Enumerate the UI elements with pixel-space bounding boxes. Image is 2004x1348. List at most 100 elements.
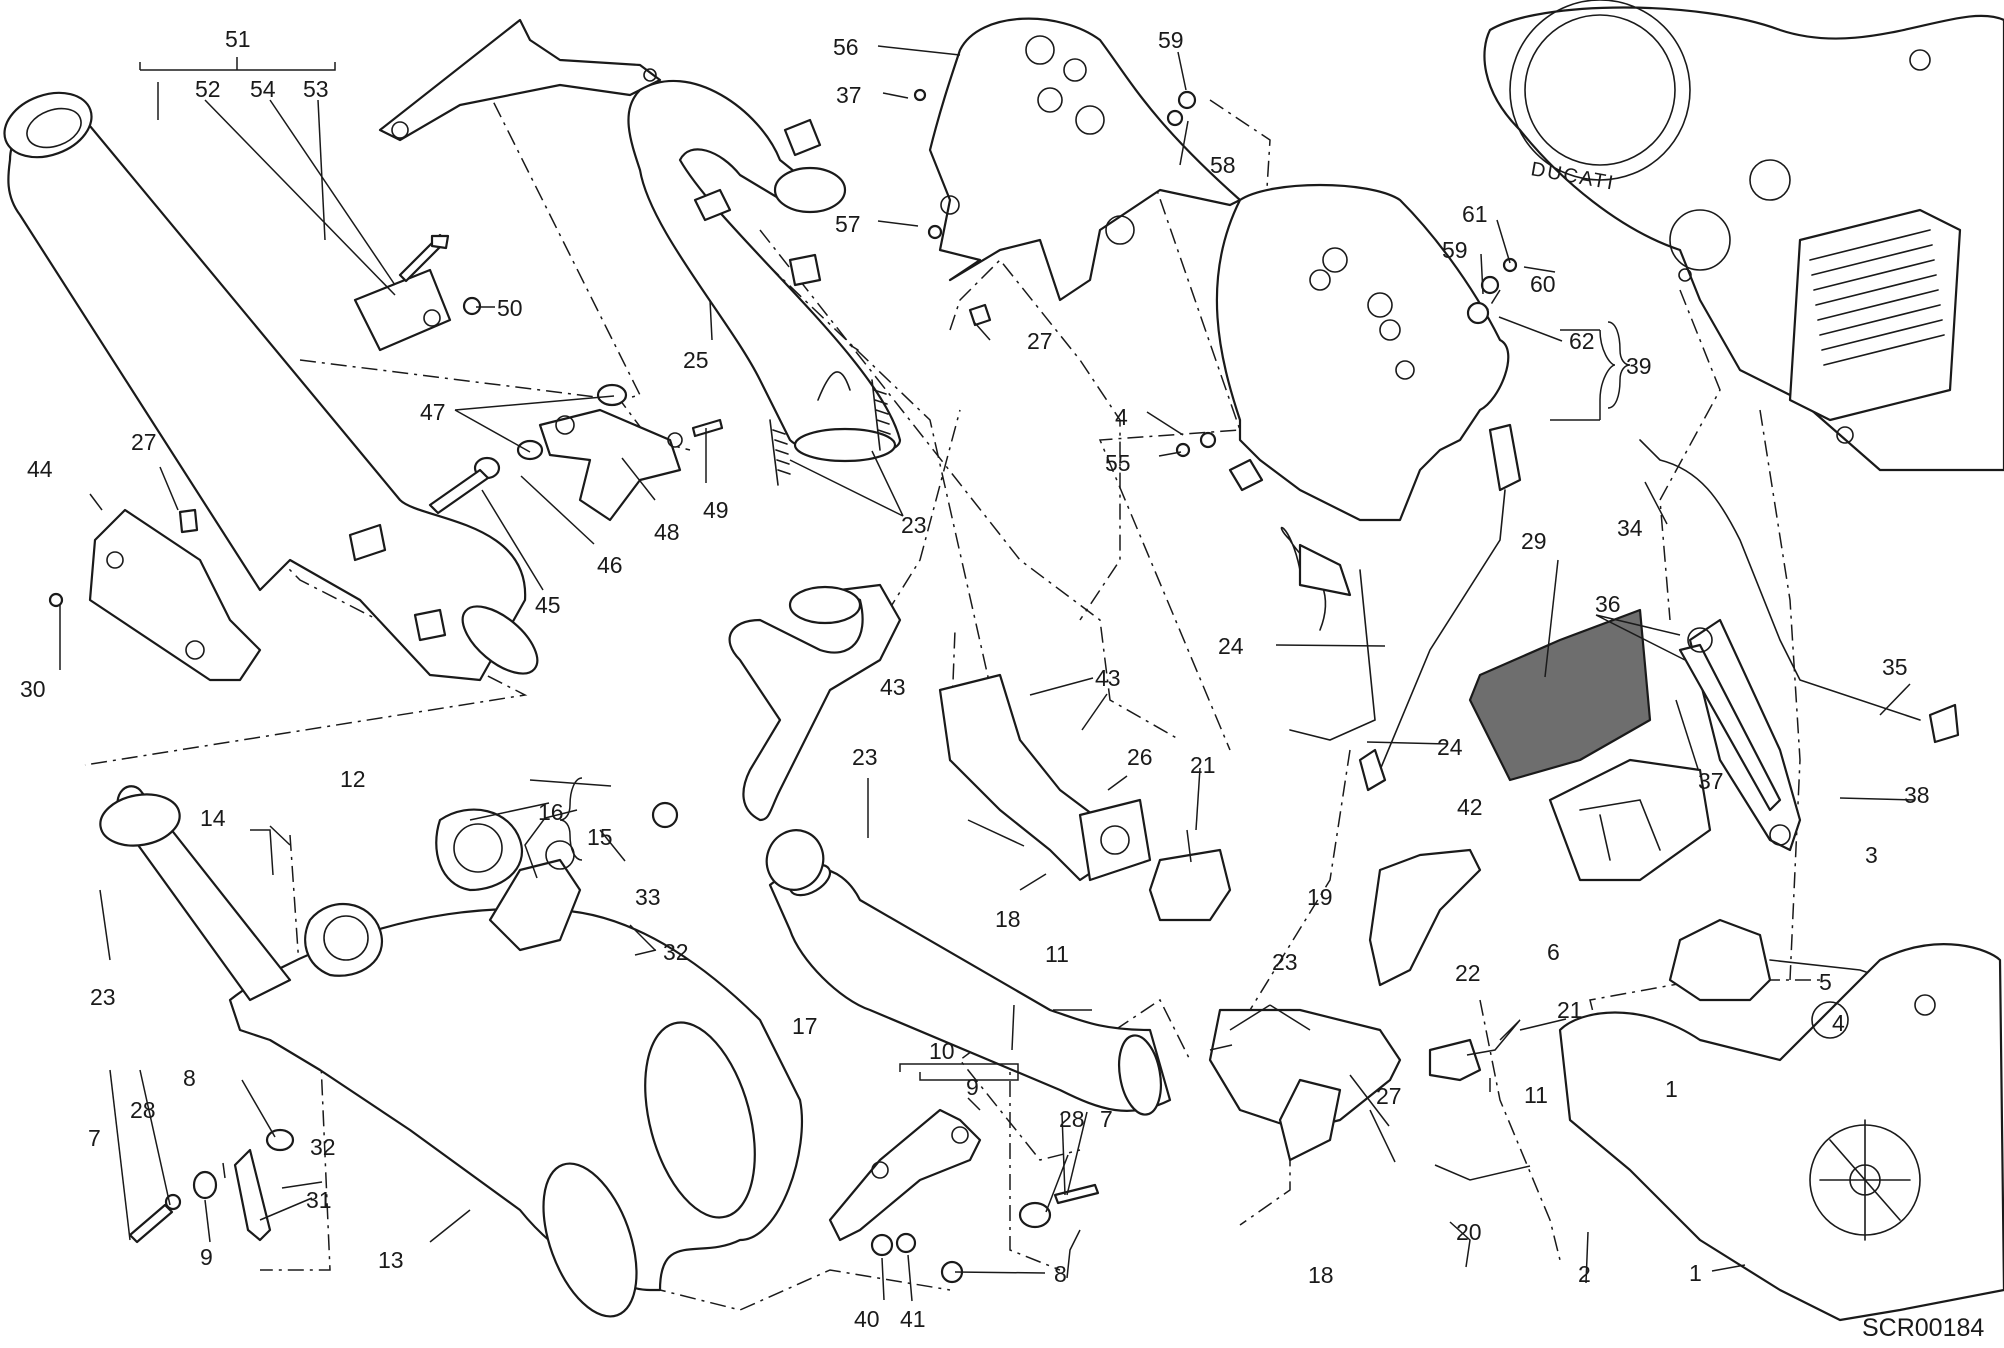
callout-44: 44: [27, 456, 53, 482]
callout-27c: 27: [1376, 1083, 1402, 1109]
callout-6: 6: [1547, 939, 1560, 965]
callout-40: 40: [854, 1306, 880, 1332]
callout-9b: 9: [200, 1244, 213, 1270]
callout-32a: 32: [663, 939, 689, 965]
callout-10: 10: [929, 1038, 955, 1064]
callout-45: 45: [535, 592, 561, 618]
callout-27a: 27: [131, 429, 157, 455]
callout-2: 2: [1578, 1261, 1591, 1287]
callout-51: 51: [225, 26, 251, 52]
callout-25: 25: [683, 347, 709, 373]
callout-38: 38: [1904, 782, 1930, 808]
engine-block: DUCATI: [1483, 0, 2004, 472]
callout-58: 58: [1210, 152, 1236, 178]
callout-35: 35: [1882, 654, 1908, 680]
callout-5: 5: [1819, 969, 1832, 995]
callout-1b: 1: [1689, 1260, 1702, 1286]
callout-52: 52: [195, 76, 221, 102]
callout-34: 34: [1617, 515, 1643, 541]
callout-29: 29: [1521, 528, 1547, 554]
callout-42: 42: [1457, 794, 1483, 820]
callout-1a: 1: [1665, 1076, 1678, 1102]
callout-28b: 28: [130, 1097, 156, 1123]
callout-4a: 4: [1115, 404, 1128, 430]
callout-54: 54: [250, 76, 276, 102]
callout-21b: 21: [1557, 997, 1583, 1023]
callout-48: 48: [654, 519, 680, 545]
callout-14: 14: [200, 805, 226, 831]
callout-46: 46: [597, 552, 623, 578]
collector-pipe: [651, 583, 902, 891]
leader-lines: [59, 45, 1916, 1302]
callout-23d: 23: [1272, 949, 1298, 975]
callout-15: 15: [587, 824, 613, 850]
callout-43b: 43: [1095, 665, 1121, 691]
muffler-mount-hardware: [48, 233, 724, 608]
callout-49: 49: [703, 497, 729, 523]
callout-8a: 8: [183, 1065, 196, 1091]
callout-26: 26: [1127, 744, 1153, 770]
callout-24a: 24: [1218, 633, 1244, 659]
callout-3: 3: [1865, 842, 1878, 868]
lambda-sensors: [1280, 423, 1960, 792]
heat-shield-lower: [1215, 183, 1510, 522]
callout-56: 56: [833, 34, 859, 60]
callout-7a: 7: [1100, 1106, 1113, 1132]
support-bracket: [1678, 618, 1802, 852]
callout-19: 19: [1307, 884, 1333, 910]
callout-32b: 32: [310, 1134, 336, 1160]
callout-31: 31: [306, 1187, 332, 1213]
callout-17: 17: [792, 1013, 818, 1039]
part-callouts: 51 52 54 53 50 47 49 48 45 46 44 27 30 2…: [20, 26, 1930, 1332]
callout-27b: 27: [1027, 328, 1053, 354]
callout-37a: 37: [836, 82, 862, 108]
callout-41: 41: [900, 1306, 926, 1332]
callout-60: 60: [1530, 271, 1556, 297]
callout-61: 61: [1462, 201, 1488, 227]
callout-55: 55: [1105, 450, 1131, 476]
callout-18a: 18: [995, 906, 1021, 932]
shield-washers: [913, 88, 1518, 458]
callout-8b: 8: [1054, 1261, 1067, 1287]
radiator-fan-frame: [1558, 943, 2004, 1322]
callout-39: 39: [1626, 353, 1652, 379]
control-unit-cover: [1468, 608, 1712, 882]
servo-motor: [1668, 918, 1901, 1002]
callout-23b: 23: [852, 744, 878, 770]
heat-shield-upper: [928, 17, 1242, 302]
group-braces: [559, 321, 1631, 1072]
callout-12: 12: [340, 766, 366, 792]
callout-21a: 21: [1190, 752, 1216, 778]
springs-upper: [769, 344, 891, 486]
muffler-heat-guard: [88, 508, 262, 682]
callout-59a: 59: [1158, 27, 1184, 53]
muffler-assembly: [3, 91, 539, 682]
callout-22: 22: [1455, 960, 1481, 986]
drawing-code: SCR00184: [1862, 1314, 1984, 1342]
callout-18b: 18: [1308, 1262, 1334, 1288]
bracket-top-frame: [378, 18, 662, 142]
exhaust-flanges: [304, 808, 1482, 1082]
silencer-body: [99, 785, 804, 1318]
callout-20: 20: [1456, 1219, 1482, 1245]
callout-36: 36: [1595, 591, 1621, 617]
lower-bracket-hardware: [128, 1108, 1100, 1284]
callout-53: 53: [303, 76, 329, 102]
callout-16: 16: [538, 799, 564, 825]
callout-30: 30: [20, 676, 46, 702]
callout-7b: 7: [88, 1125, 101, 1151]
callout-33: 33: [635, 884, 661, 910]
callout-57: 57: [835, 211, 861, 237]
callout-11a: 11: [1045, 941, 1069, 967]
callout-47: 47: [420, 399, 446, 425]
callout-62: 62: [1569, 328, 1595, 354]
callout-4b: 4: [1832, 1010, 1845, 1036]
callout-11b: 11: [1524, 1082, 1548, 1108]
callout-23a: 23: [901, 512, 927, 538]
callout-23c: 23: [90, 984, 116, 1010]
cylinder-pipe: [938, 673, 1152, 882]
bottom-right-guard: [1208, 848, 1482, 1162]
callout-24b: 24: [1437, 734, 1463, 760]
callout-37b: 37: [1698, 768, 1724, 794]
